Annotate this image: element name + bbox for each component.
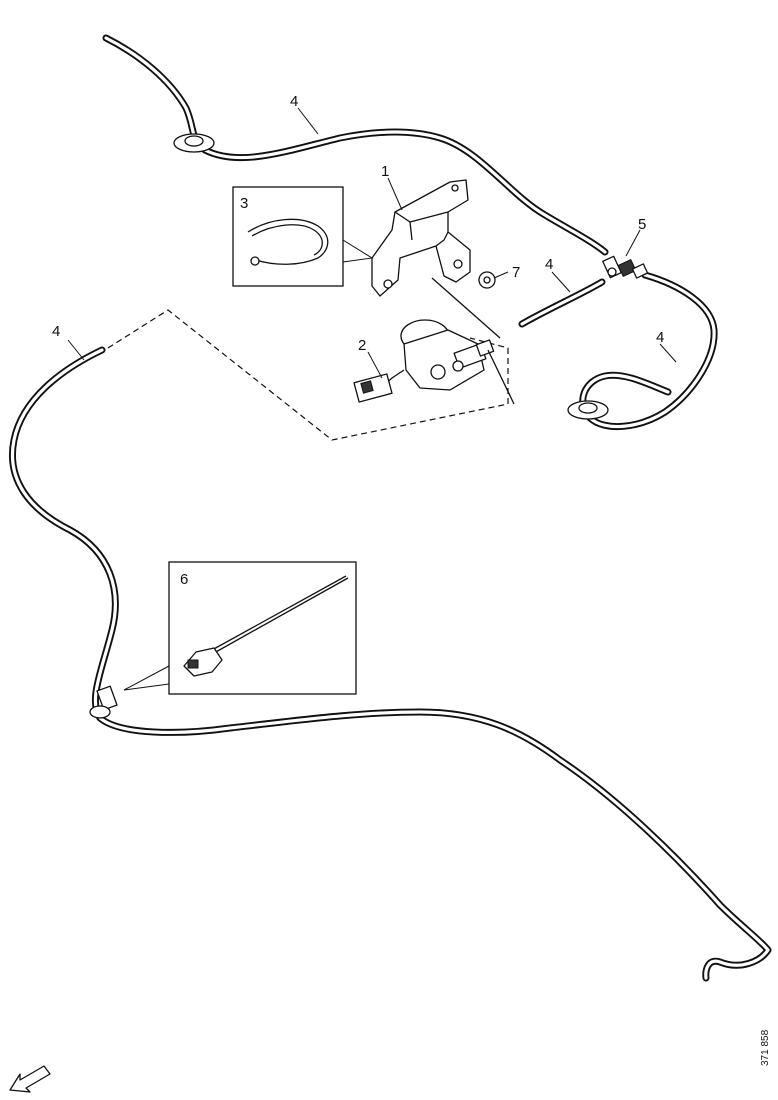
callout-6: 6 — [180, 571, 188, 588]
detail-box-3 — [232, 186, 374, 287]
callout-4-short: 4 — [545, 256, 553, 273]
grommet-right — [567, 400, 609, 420]
callout-3: 3 — [240, 195, 248, 212]
nut-part-7 — [478, 271, 496, 289]
callout-5: 5 — [638, 216, 646, 233]
hose-upper — [102, 34, 609, 256]
callout-1: 1 — [381, 163, 389, 180]
hose-right — [579, 271, 718, 431]
routing-dashed-line — [107, 309, 509, 441]
hose-clip-lower — [89, 685, 118, 719]
connector-part-5 — [602, 255, 649, 279]
detail-box-6 — [123, 561, 357, 695]
callout-2: 2 — [358, 337, 366, 354]
hose-lower — [9, 346, 772, 982]
callout-4-top: 4 — [290, 93, 298, 110]
hose-short — [518, 278, 606, 328]
arrow-down-left-icon — [9, 1065, 51, 1093]
washer-pump-part-2 — [353, 319, 515, 405]
bracket-part-1 — [371, 179, 501, 339]
callout-7: 7 — [512, 264, 520, 281]
grommet-top — [173, 133, 215, 153]
callout-4-right: 4 — [656, 329, 664, 346]
reference-number: 371 858 — [760, 1029, 771, 1066]
callout-4-left: 4 — [52, 323, 60, 340]
callout-leaders — [67, 107, 677, 379]
